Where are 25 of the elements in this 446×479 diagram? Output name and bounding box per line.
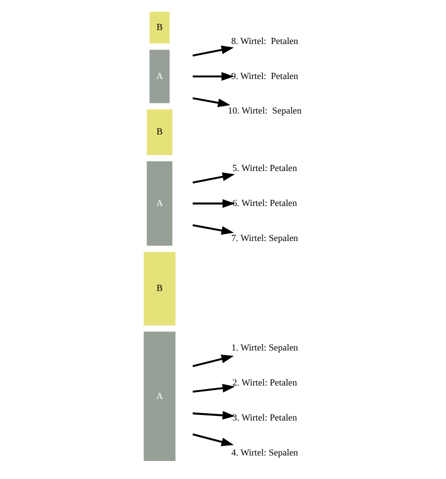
node-text: 9. Wirtel: Petalen bbox=[231, 72, 298, 82]
node-text: 1. Wirtel: Sepalen bbox=[231, 344, 298, 354]
node-text: 8. Wirtel: Petalen bbox=[231, 36, 298, 47]
arrow bbox=[192, 172, 235, 184]
node-text: 2. Wirtel: Petalen bbox=[232, 378, 298, 389]
node-text: 10. Wirtel: Sepalen bbox=[228, 106, 302, 117]
node-text: 4. Wirtel: Sepalen bbox=[231, 448, 298, 458]
node-box: B bbox=[146, 109, 172, 156]
node-box: A bbox=[144, 332, 176, 462]
node-box: A bbox=[150, 50, 170, 104]
arrow bbox=[192, 433, 234, 446]
arrow bbox=[192, 199, 235, 208]
arrow bbox=[192, 224, 234, 235]
node-text: 7. Wirtel: Sepalen bbox=[231, 234, 298, 244]
arrow bbox=[192, 354, 234, 368]
node-box: B bbox=[150, 12, 170, 44]
node-box: B bbox=[144, 252, 176, 326]
arrow bbox=[192, 384, 235, 393]
arrow bbox=[192, 72, 234, 81]
arrow bbox=[192, 97, 230, 108]
arrow bbox=[192, 46, 234, 56]
node-box: A bbox=[146, 161, 172, 246]
arrow bbox=[192, 411, 235, 420]
node-text: 3. Wirtel: Petalen bbox=[232, 413, 298, 424]
node-text: 5. Wirtel: Petalen bbox=[232, 164, 298, 174]
